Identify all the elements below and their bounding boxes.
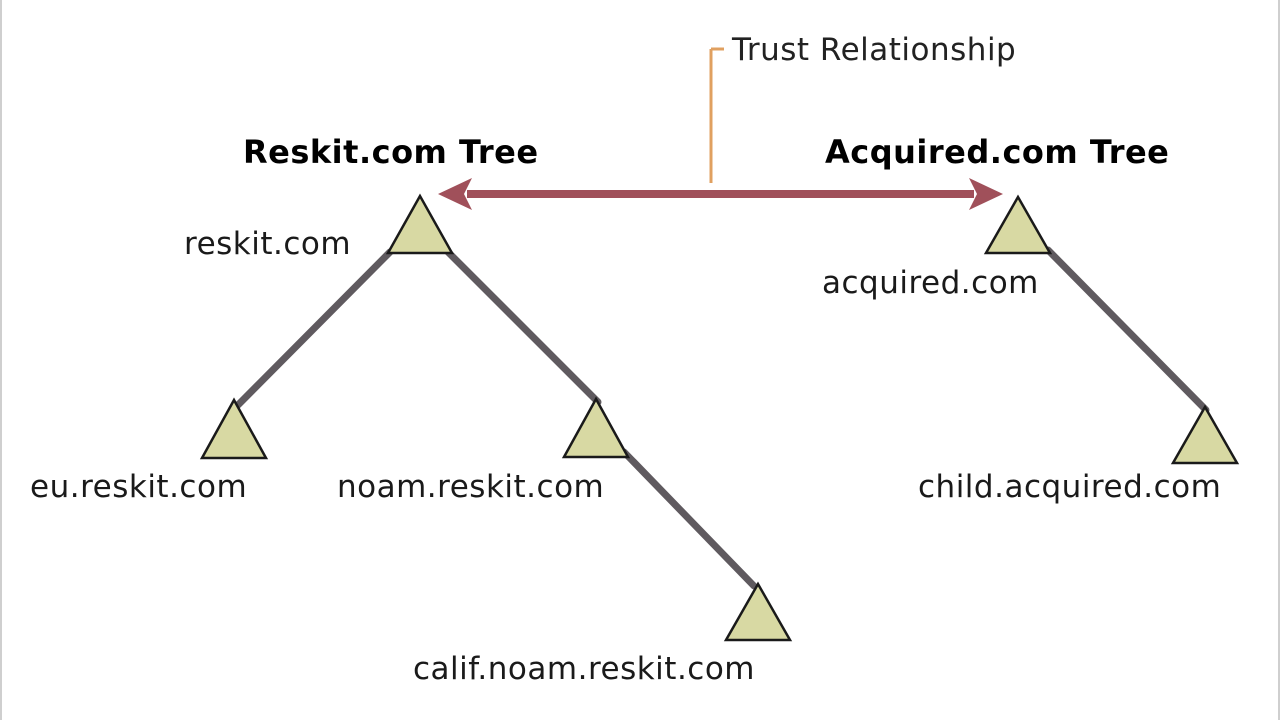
edge-reskit-eu [234, 248, 394, 409]
node-label-child: child.acquired.com [918, 469, 1222, 505]
trust-arrowhead-left [438, 178, 472, 210]
edge-acquired-child [1044, 246, 1210, 414]
tree-title-reskit: Reskit.com Tree [243, 133, 539, 171]
edge-reskit-noam [444, 248, 602, 406]
node-label-acquired: acquired.com [822, 265, 1039, 301]
trust-relationship-label: Trust Relationship [732, 32, 1017, 68]
node-child-icon [1170, 404, 1240, 465]
tree-title-acquired: Acquired.com Tree [825, 133, 1170, 171]
node-reskit-icon [385, 193, 455, 255]
edge-noam-calif [620, 448, 758, 590]
node-acquired-icon [983, 194, 1053, 255]
node-label-reskit: reskit.com [184, 226, 352, 262]
trust-arrowhead-right [969, 178, 1003, 210]
node-eu-icon [199, 397, 269, 460]
node-label-calif: calif.noam.reskit.com [413, 651, 756, 687]
node-noam-icon [561, 396, 631, 459]
node-calif-icon [723, 581, 793, 642]
node-label-eu: eu.reskit.com [30, 469, 248, 505]
node-label-noam: noam.reskit.com [337, 469, 605, 505]
